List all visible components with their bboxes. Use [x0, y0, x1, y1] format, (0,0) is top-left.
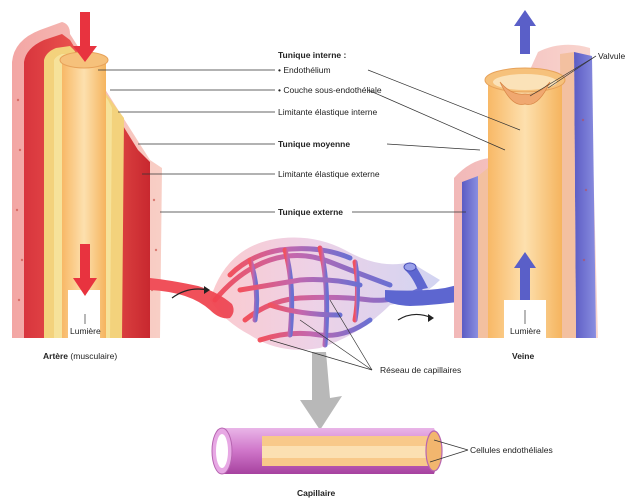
artery-illustration	[12, 12, 162, 338]
label-valve: Valvule	[598, 51, 625, 61]
capillary-title: Capillaire	[297, 488, 335, 498]
label-tunica-interna: Tunique interne :	[278, 50, 346, 60]
label-external-elastic-lamina: Limitante élastique externe	[278, 169, 380, 179]
label-vein-lumen: Lumière	[510, 326, 541, 336]
label-endothelium: • Endothélium	[278, 65, 331, 75]
label-tunica-media: Tunique moyenne	[278, 139, 350, 149]
artery-title-text: Artère	[43, 351, 68, 361]
label-endothelial-cells: Cellules endothéliales	[470, 445, 553, 455]
label-subendothelial-layer: • Couche sous-endothéliale	[278, 85, 382, 95]
label-internal-elastic-lamina: Limitante élastique interne	[278, 107, 377, 117]
label-capillary-network: Réseau de capillaires	[380, 365, 461, 375]
vein-title: Veine	[512, 351, 534, 361]
capillary-network-illustration	[150, 238, 470, 430]
artery-title: Artère (musculaire)	[43, 351, 117, 361]
label-tunica-externa: Tunique externe	[278, 207, 343, 217]
artery-subtitle-text: (musculaire)	[70, 351, 117, 361]
label-artery-lumen: Lumière	[70, 326, 101, 336]
vein-illustration	[454, 10, 598, 338]
capillary-tube-illustration	[212, 428, 442, 474]
